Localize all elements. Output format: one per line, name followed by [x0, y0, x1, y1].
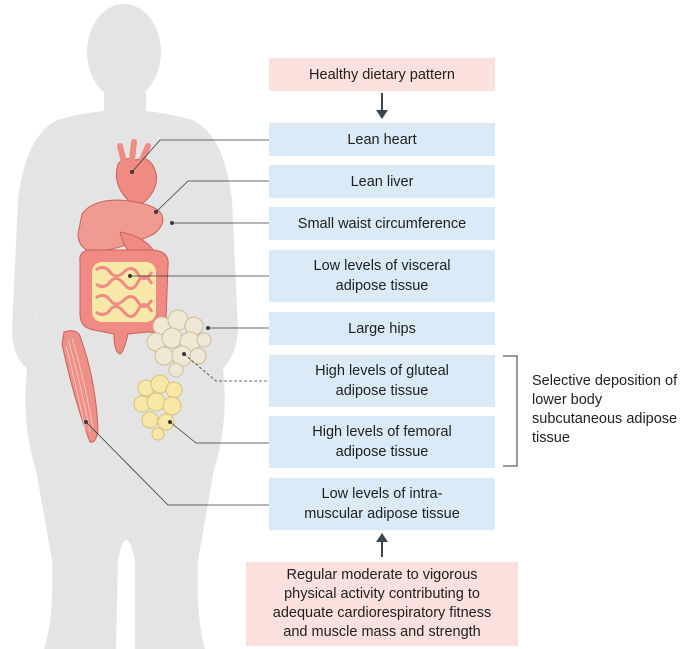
- outcome-label: Small waist circumference: [297, 215, 467, 232]
- outcome-label: Lean heart: [347, 131, 417, 148]
- heart-leader: [131, 139, 269, 173]
- up-arrow: [376, 533, 388, 557]
- outcome-lean-heart: Lean heart: [269, 123, 495, 156]
- muscle-illustration: [61, 330, 99, 443]
- outcome-lean-liver: Lean liver: [269, 165, 495, 198]
- gluteal-leader: [183, 353, 269, 382]
- leader-lines: [85, 139, 269, 506]
- muscle-leader: [85, 421, 269, 506]
- outcome-label: Low levels of intra-muscular adipose tis…: [304, 486, 460, 522]
- leader-dots: [84, 170, 210, 424]
- outcome-label: Low levels of visceral adipose tissue: [313, 258, 451, 294]
- physical-activity-box: Regular moderate to vigorous physical ac…: [246, 562, 518, 646]
- outcome-label: Lean liver: [350, 173, 414, 190]
- femoral-leader: [169, 421, 269, 444]
- outcome-femoral-fat: High levels of femoral adipose tissue: [269, 416, 495, 468]
- outcome-intramuscular-fat: Low levels of intra-muscular adipose tis…: [269, 478, 495, 530]
- outcome-visceral-fat: Low levels of visceral adipose tissue: [269, 250, 495, 302]
- physical-activity-label: Regular moderate to vigorous physical ac…: [272, 567, 492, 640]
- outcome-label: Large hips: [348, 320, 416, 337]
- heart-illustration: [115, 139, 157, 205]
- liver-leader: [155, 180, 269, 213]
- outcome-label: High levels of gluteal adipose tissue: [315, 363, 449, 399]
- body-silhouette: [12, 4, 238, 649]
- bracket: [503, 355, 518, 467]
- healthy-diet-label: Healthy dietary pattern: [309, 66, 455, 83]
- femoral-fat-illustration: [133, 374, 183, 441]
- outcome-small-waist: Small waist circumference: [269, 207, 495, 240]
- outcome-large-hips: Large hips: [269, 312, 495, 345]
- down-arrow: [376, 93, 388, 119]
- healthy-diet-box: Healthy dietary pattern: [269, 58, 495, 91]
- outcome-gluteal-fat: High levels of gluteal adipose tissue: [269, 355, 495, 407]
- selective-deposition-note: Selective deposition of lower body subcu…: [532, 373, 678, 446]
- outcome-label: High levels of femoral adipose tissue: [312, 424, 452, 460]
- gluteal-fat-illustration: [146, 309, 212, 378]
